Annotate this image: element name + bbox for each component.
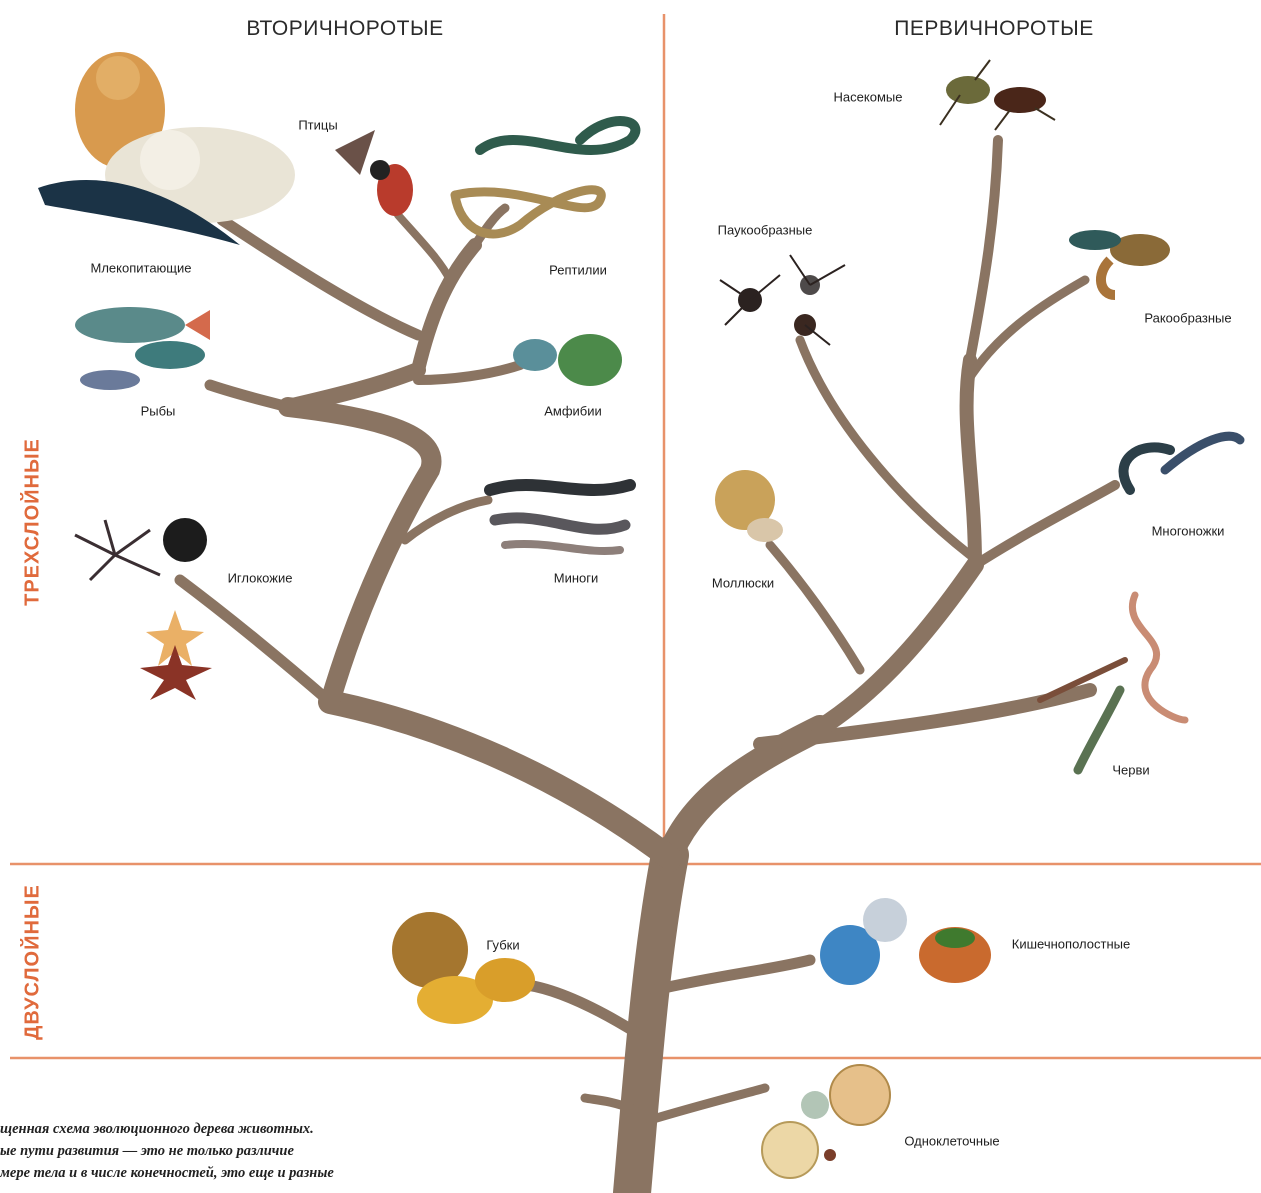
deuterostomes-header: ВТОРИЧНОРОТЫЕ bbox=[246, 17, 443, 41]
branch-arachnid bbox=[800, 340, 970, 555]
cnidarians-illustration bbox=[820, 898, 991, 985]
branch-sponge bbox=[527, 985, 640, 1035]
label-myriapods: Многоножки bbox=[1152, 524, 1225, 539]
triploblastic-label: ТРЕХСЛОЙНЫЕ bbox=[22, 438, 45, 606]
birds-illustration bbox=[335, 130, 413, 216]
label-arachnids: Паукообразные bbox=[718, 223, 813, 238]
fishes-illustration bbox=[75, 307, 210, 390]
label-mammals: Млекопитающие bbox=[91, 261, 192, 276]
branch-tetrapod bbox=[418, 245, 475, 370]
protozoa-illustration bbox=[762, 1065, 890, 1178]
branch-cnidarian bbox=[655, 960, 810, 990]
label-echinoderms: Иглокожие bbox=[228, 571, 293, 586]
mammals-illustration bbox=[38, 52, 295, 245]
branch-deuterostome-base bbox=[330, 702, 670, 858]
reptiles-illustration bbox=[455, 121, 635, 234]
lampreys-illustration bbox=[490, 485, 630, 551]
echinoderms-illustration bbox=[75, 518, 212, 700]
label-crustaceans: Ракообразные bbox=[1144, 311, 1231, 326]
trunk bbox=[632, 855, 670, 1193]
trunk-upper bbox=[668, 728, 820, 860]
label-amphibians: Амфибии bbox=[544, 404, 602, 419]
label-birds: Птицы bbox=[298, 118, 337, 133]
label-insects: Насекомые bbox=[834, 90, 903, 105]
sponges-illustration bbox=[392, 912, 535, 1024]
branch-echinoderms bbox=[180, 580, 330, 702]
branch-mollusc bbox=[770, 545, 860, 670]
branch-bird bbox=[398, 215, 450, 280]
branch-amphibian bbox=[418, 365, 520, 380]
branch-arthropod-main bbox=[967, 360, 975, 565]
arachnids-illustration bbox=[720, 255, 845, 345]
branch-insect bbox=[970, 140, 998, 360]
label-lampreys: Миноги bbox=[554, 571, 599, 586]
label-cnidarians: Кишечнополостные bbox=[1012, 937, 1130, 952]
branch-fish bbox=[210, 385, 288, 407]
worms-illustration bbox=[1040, 595, 1185, 770]
caption-line: щенная схема эволюционного дерева животн… bbox=[0, 1118, 540, 1140]
caption-line: ые пути развития — это не только различи… bbox=[0, 1140, 540, 1162]
molluscs-illustration bbox=[715, 470, 783, 542]
insects-illustration bbox=[940, 60, 1055, 130]
branch-mammal bbox=[222, 220, 418, 335]
label-worms: Черви bbox=[1112, 763, 1149, 778]
figure-caption: щенная схема эволюционного дерева животн… bbox=[0, 1118, 540, 1184]
label-fishes: Рыбы bbox=[141, 404, 176, 419]
branch-vertebrate-upper bbox=[288, 370, 418, 407]
branch-deuterostome-main bbox=[288, 407, 431, 702]
label-reptiles: Рептилии bbox=[549, 263, 607, 278]
protostomes-header: ПЕРВИЧНОРОТЫЕ bbox=[894, 17, 1094, 41]
amphibians-illustration bbox=[513, 334, 622, 386]
branch-protozoa-right bbox=[650, 1088, 765, 1120]
label-protozoa: Одноклеточные bbox=[904, 1134, 999, 1149]
myriapods-illustration bbox=[1124, 436, 1240, 490]
branch-myriapod bbox=[975, 485, 1115, 565]
label-sponges: Губки bbox=[486, 938, 519, 953]
tree-branches bbox=[180, 140, 1115, 1193]
label-molluscs: Моллюски bbox=[712, 576, 774, 591]
caption-line: мере тела и в числе конечностей, это еще… bbox=[0, 1162, 540, 1184]
diploblastic-label: ДВУСЛОЙНЫЕ bbox=[22, 884, 45, 1040]
